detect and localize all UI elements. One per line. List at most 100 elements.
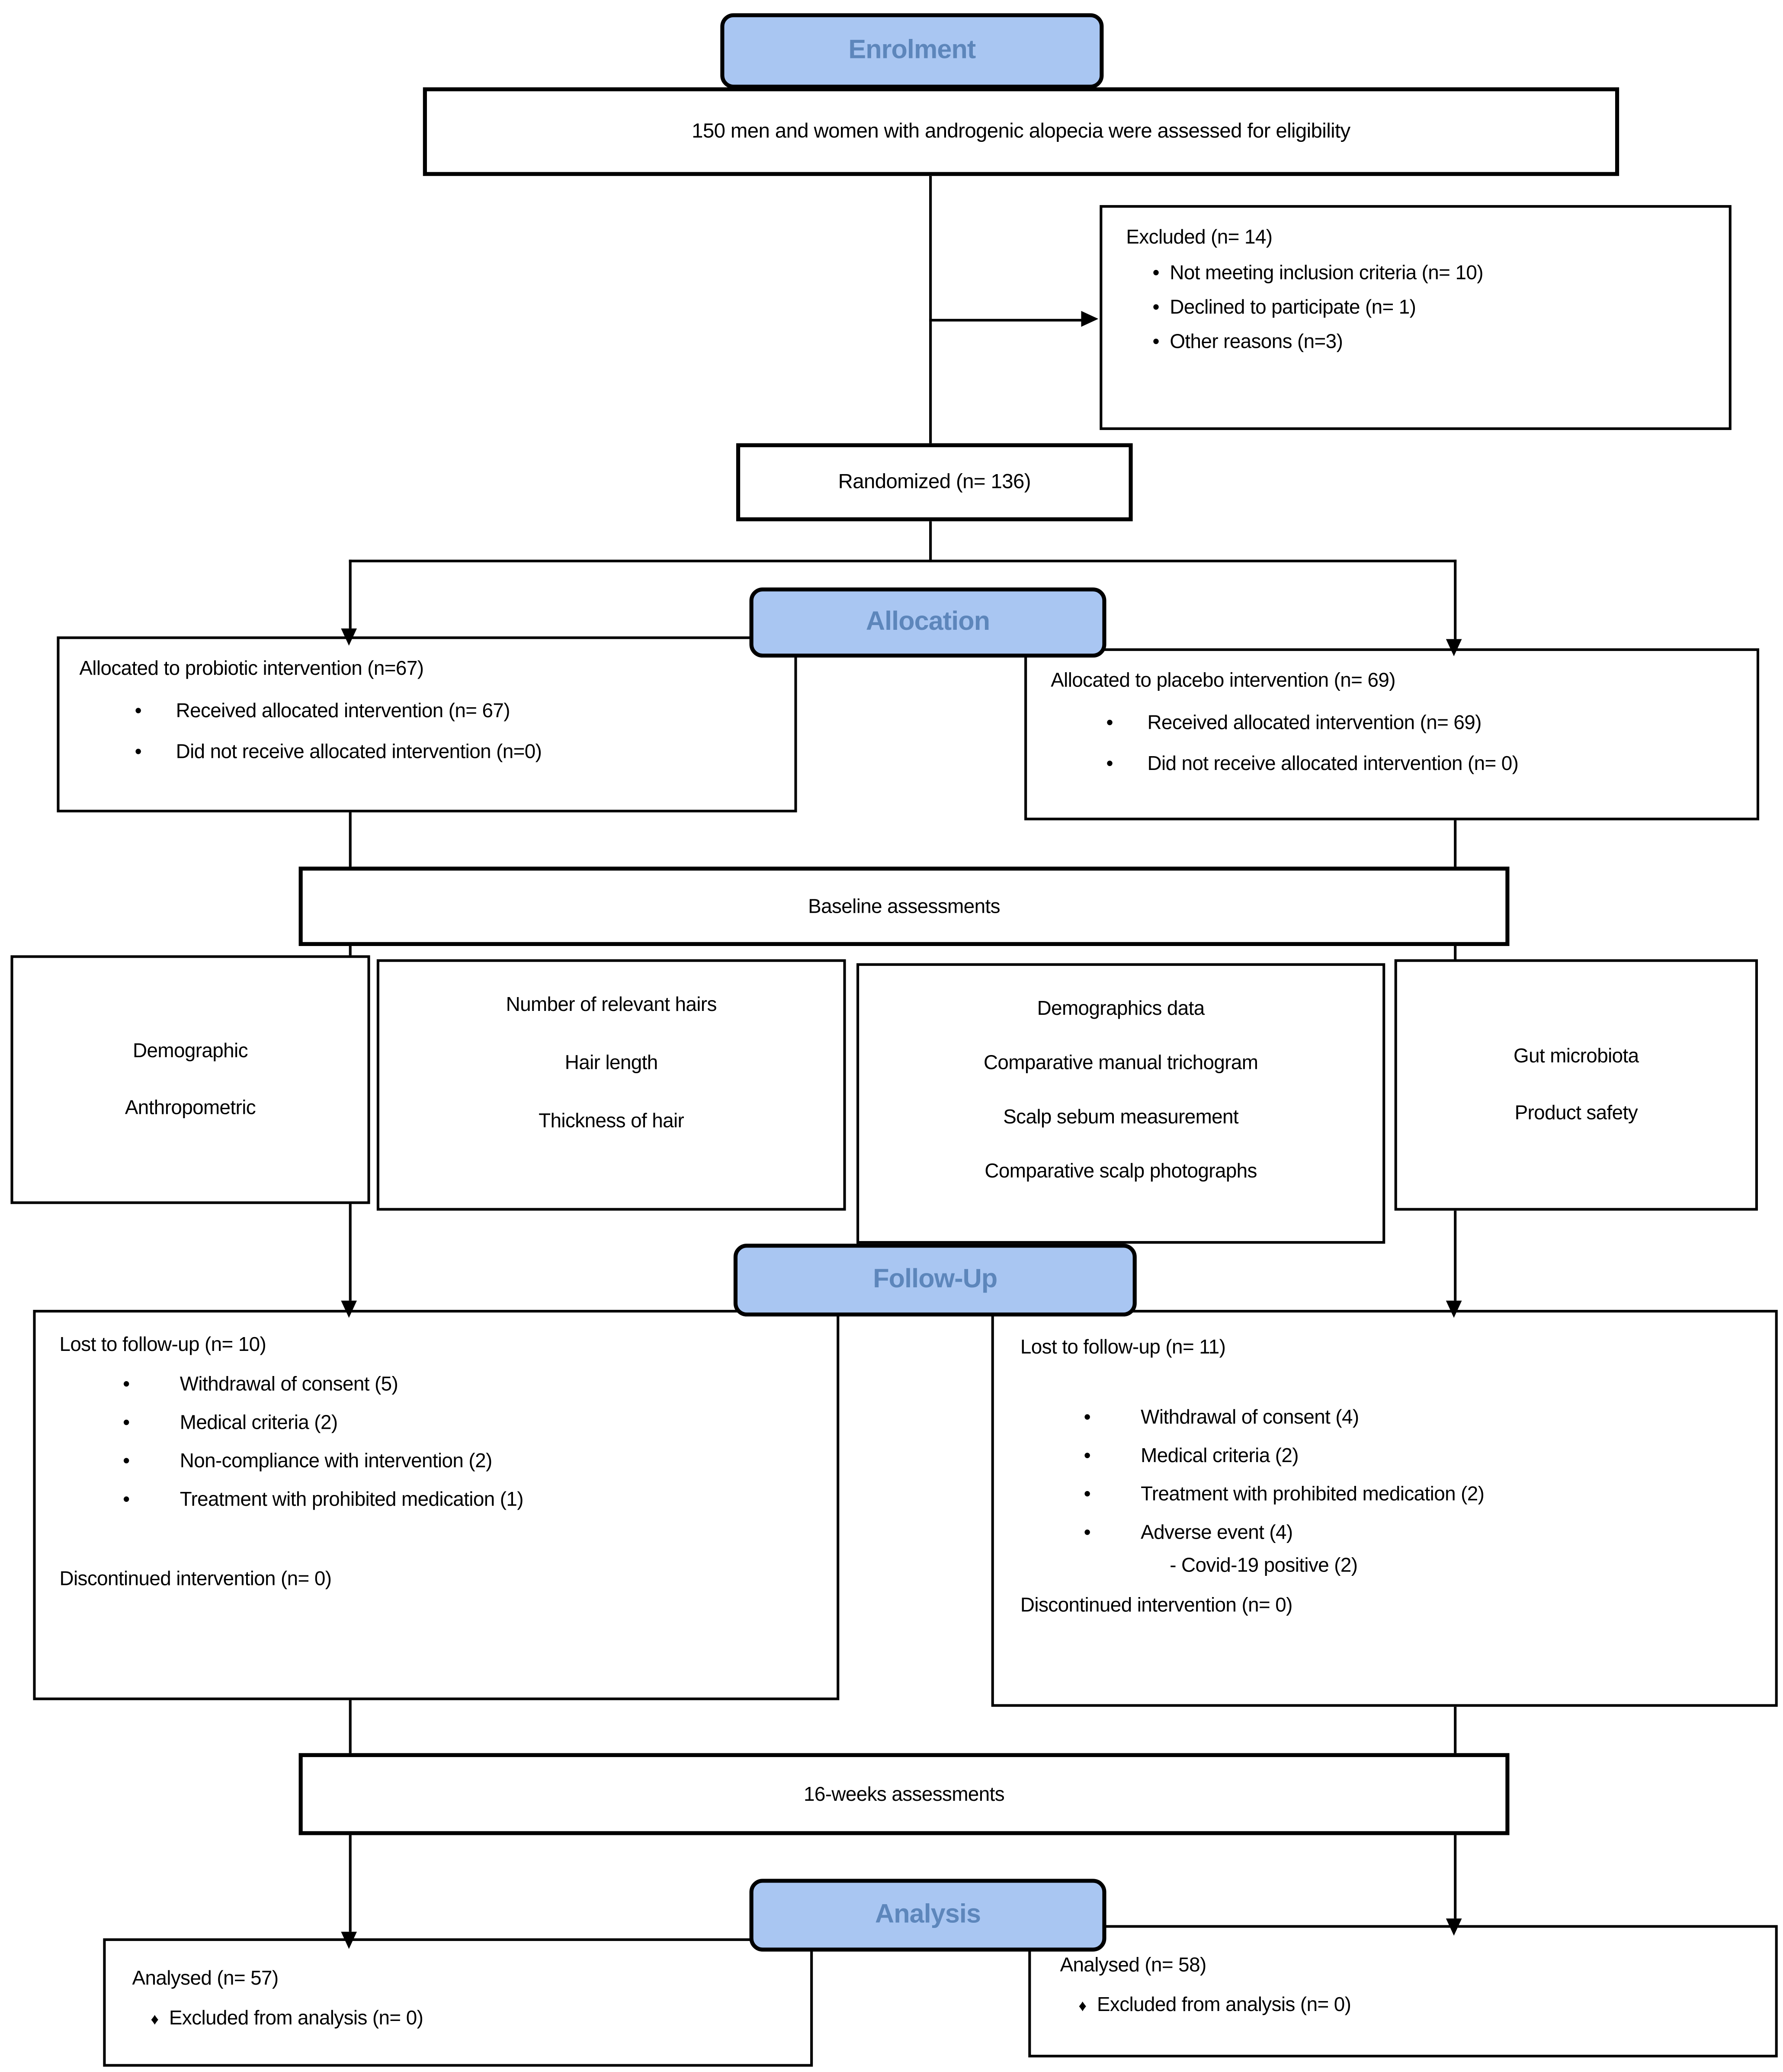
box-randomized: Randomized (n= 136) — [736, 443, 1133, 522]
list-item: • Withdrawal of consent (4) — [1084, 1406, 1765, 1429]
list-item: • Medical criteria (2) — [1084, 1445, 1765, 1467]
bullet-icon: • — [1152, 330, 1159, 353]
header-followup-label: Follow-Up — [873, 1265, 997, 1294]
alloc-placebo-item: Received allocated intervention (n= 69) — [1147, 712, 1482, 735]
alloc-placebo-item: Did not receive allocated intervention (… — [1147, 753, 1519, 776]
fu-placebo-item: Treatment with prohibited medication (2) — [1141, 1483, 1485, 1506]
header-enrolment: Enrolment — [720, 13, 1104, 89]
bullet-icon: • — [1106, 712, 1113, 735]
assess-line: Product safety — [1514, 1102, 1638, 1125]
bullet-icon: • — [1084, 1406, 1091, 1429]
analysed-placebo-title: Analysed (n= 58) — [1060, 1954, 1207, 1977]
assess-line: Anthropometric — [125, 1097, 256, 1119]
fu-placebo-item: Medical criteria (2) — [1141, 1445, 1299, 1468]
excluded-item: Not meeting inclusion criteria (n= 10) — [1170, 262, 1483, 285]
box-analysed-placebo: Analysed (n= 58) ♦ Excluded from analysi… — [1028, 1925, 1778, 2058]
fu-probiotic-item: Withdrawal of consent (5) — [180, 1373, 398, 1396]
bullet-icon: • — [135, 700, 142, 723]
bullet-icon: • — [123, 1488, 130, 1511]
alloc-probiotic-item: Received allocated intervention (n= 67) — [176, 700, 510, 723]
excluded-item: Declined to participate (n= 1) — [1170, 296, 1416, 319]
weeks16-text: 16-weeks assessments — [803, 1783, 1005, 1806]
list-item: • Adverse event (4) — [1084, 1522, 1765, 1544]
excluded-title: Excluded (n= 14) — [1126, 226, 1273, 249]
connector-randomized-branch — [929, 521, 932, 562]
assess-line: Thickness of hair — [539, 1110, 684, 1133]
bullet-icon: • — [123, 1373, 130, 1396]
list-item: • Did not receive allocated intervention… — [1106, 753, 1749, 775]
bullet-icon: • — [1084, 1445, 1091, 1468]
box-eligibility: 150 men and women with androgenic alopec… — [423, 87, 1619, 176]
bullet-icon: • — [1084, 1521, 1091, 1544]
connector-weeks-analysis-left — [349, 1835, 352, 1932]
list-item: • Non-compliance with intervention (2) — [123, 1450, 826, 1472]
box-excluded: Excluded (n= 14) • Not meeting inclusion… — [1100, 205, 1732, 430]
header-analysis-label: Analysis — [875, 1900, 981, 1929]
diamond-bullet-icon: ♦ — [1078, 1996, 1087, 2014]
assess-line: Hair length — [564, 1052, 658, 1074]
connector-branch-placebo — [1454, 559, 1457, 639]
header-allocation-label: Allocation — [866, 607, 990, 637]
fu-placebo-item: Withdrawal of consent (4) — [1141, 1406, 1359, 1429]
connector-probiotic-baseline — [349, 812, 352, 868]
fu-probiotic-item: Medical criteria (2) — [180, 1411, 338, 1434]
connector-assess-followup-left — [349, 1204, 352, 1301]
box-assess-demographic: Demographic Anthropometric — [10, 955, 370, 1204]
list-item: • Treatment with prohibited medication (… — [123, 1488, 826, 1511]
connector-placebo-baseline — [1454, 820, 1457, 868]
bullet-icon: • — [123, 1411, 130, 1434]
box-followup-probiotic: Lost to follow-up (n= 10) • Withdrawal o… — [33, 1310, 840, 1700]
fu-probiotic-item: Non-compliance with intervention (2) — [180, 1450, 492, 1473]
assess-line: Scalp sebum measurement — [1003, 1106, 1239, 1129]
assess-line: Comparative scalp photographs — [984, 1160, 1257, 1183]
connector-baseline-assess-right — [1454, 946, 1457, 961]
box-baseline-assessments: Baseline assessments — [298, 866, 1510, 946]
alloc-placebo-title: Allocated to placebo intervention (n= 69… — [1051, 669, 1395, 692]
arrow-down-icon — [1446, 639, 1462, 657]
box-allocated-placebo: Allocated to placebo intervention (n= 69… — [1024, 648, 1760, 821]
connector-eligibility-randomized — [929, 176, 932, 443]
connector-allocation-branch — [349, 559, 1457, 562]
connector-assess-followup-right — [1454, 1210, 1457, 1301]
arrow-down-icon — [341, 1931, 357, 1949]
connector-followup-weeks-right — [1454, 1706, 1457, 1754]
box-16weeks-assessments: 16-weeks assessments — [298, 1753, 1510, 1835]
fu-placebo-footer: Discontinued intervention (n= 0) — [1020, 1594, 1292, 1617]
assess-line: Gut microbiota — [1514, 1045, 1639, 1068]
list-item: • Declined to participate (n= 1) — [1152, 296, 1718, 319]
assess-line: Demographic — [133, 1040, 248, 1063]
list-item: • Other reasons (n=3) — [1152, 331, 1718, 353]
excluded-item: Other reasons (n=3) — [1170, 330, 1343, 353]
bullet-icon: • — [123, 1450, 130, 1473]
arrow-down-icon — [341, 628, 357, 646]
arrow-down-icon — [341, 1300, 357, 1318]
header-analysis: Analysis — [749, 1879, 1106, 1952]
connector-baseline-assess-left — [349, 946, 352, 957]
fu-placebo-item: Adverse event (4) — [1141, 1521, 1293, 1544]
analysed-placebo-item: Excluded from analysis (n= 0) — [1097, 1994, 1351, 2017]
list-item: • Medical criteria (2) — [123, 1412, 826, 1434]
list-item: • Received allocated intervention (n= 67… — [135, 700, 786, 722]
list-item: ♦ Excluded from analysis (n= 0) — [151, 2007, 802, 2030]
arrow-right-icon — [1081, 311, 1099, 327]
assess-line: Demographics data — [1037, 998, 1205, 1020]
list-item: • Did not receive allocated intervention… — [135, 741, 786, 763]
arrow-down-icon — [1446, 1300, 1462, 1318]
assess-line: Comparative manual trichogram — [983, 1052, 1258, 1074]
box-assess-trichogram: Demographics data Comparative manual tri… — [856, 963, 1385, 1244]
arrow-down-icon — [1446, 1918, 1462, 1936]
connector-branch-probiotic — [349, 559, 352, 629]
box-assess-hair: Number of relevant hairs Hair length Thi… — [376, 959, 846, 1211]
box-allocated-probiotic: Allocated to probiotic intervention (n=6… — [57, 636, 797, 813]
header-enrolment-label: Enrolment — [848, 35, 976, 65]
header-allocation: Allocation — [749, 587, 1106, 658]
analysed-probiotic-title: Analysed (n= 57) — [132, 1967, 279, 1990]
bullet-icon: • — [1084, 1483, 1091, 1506]
box-assess-gut: Gut microbiota Product safety — [1394, 959, 1758, 1211]
eligibility-text: 150 men and women with androgenic alopec… — [692, 119, 1350, 142]
fu-placebo-title: Lost to follow-up (n= 11) — [1020, 1336, 1226, 1359]
assess-line: Number of relevant hairs — [506, 994, 717, 1017]
connector-followup-weeks-left — [349, 1700, 352, 1754]
box-analysed-probiotic: Analysed (n= 57) ♦ Excluded from analysi… — [103, 1938, 813, 2067]
